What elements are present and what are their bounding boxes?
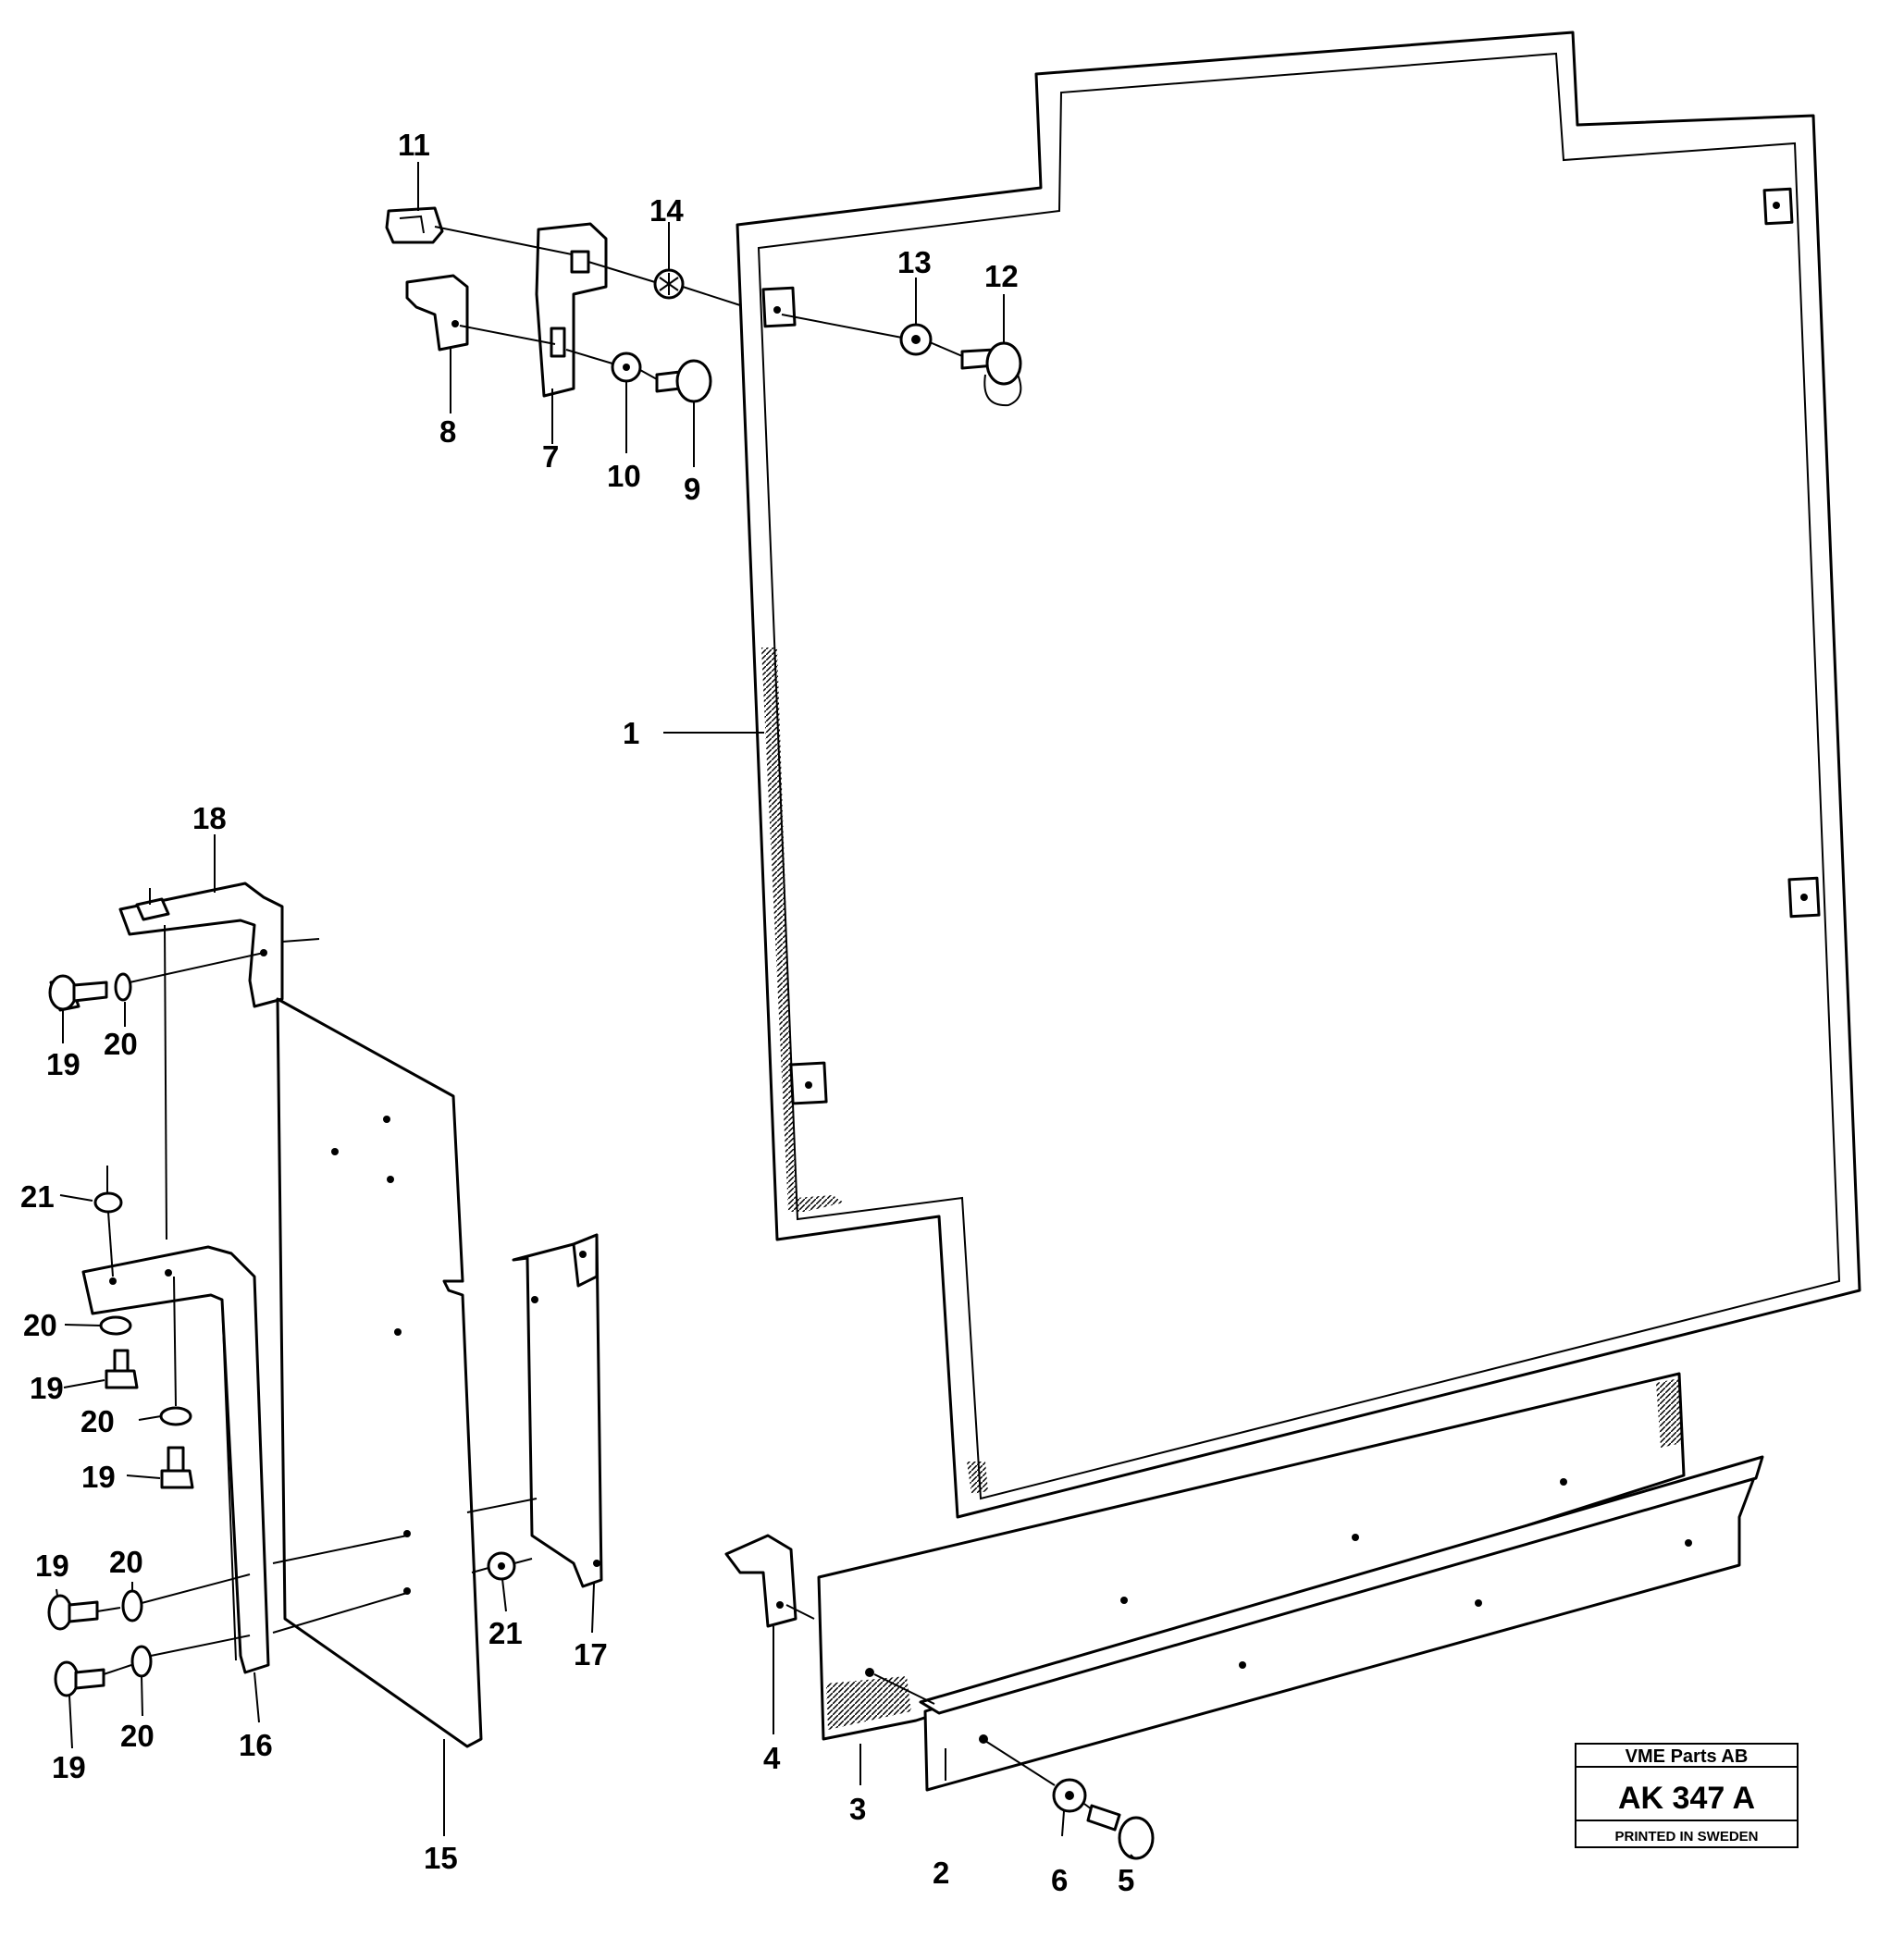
stamp-company: VME Parts AB xyxy=(1626,1746,1749,1767)
bracket-part-8 xyxy=(405,274,469,352)
bolt-part-19b xyxy=(105,1369,139,1389)
callout-19b: 19 xyxy=(30,1371,64,1405)
callout-2: 2 xyxy=(933,1856,949,1890)
washer-part-20e xyxy=(130,1645,153,1678)
callout-7: 7 xyxy=(542,439,559,474)
bolt-part-19c xyxy=(160,1469,194,1489)
clip-part-11 xyxy=(385,206,444,244)
callout-numbers: 1 2 3 4 5 6 7 8 9 10 11 12 13 14 15 16 1… xyxy=(20,128,1134,1897)
callout-8: 8 xyxy=(439,414,456,449)
callout-5: 5 xyxy=(1118,1863,1134,1897)
lower-rail-group xyxy=(724,1372,1764,1860)
callout-6: 6 xyxy=(1051,1863,1068,1897)
callout-12: 12 xyxy=(984,259,1019,293)
bolt-part-19a xyxy=(48,974,78,1011)
callout-19e: 19 xyxy=(52,1750,86,1784)
callout-3: 3 xyxy=(849,1792,866,1826)
washer-part-20c xyxy=(159,1406,192,1426)
callout-19c: 19 xyxy=(81,1460,116,1494)
callout-20a: 20 xyxy=(104,1027,138,1061)
latch-hardware-group xyxy=(385,206,1022,407)
stamp-printed: PRINTED IN SWEDEN xyxy=(1614,1829,1758,1844)
bolt-part-19e xyxy=(54,1660,80,1697)
callout-21a: 21 xyxy=(20,1179,55,1214)
callout-20c: 20 xyxy=(80,1404,115,1438)
callout-18: 18 xyxy=(192,801,227,835)
callout-16: 16 xyxy=(239,1728,273,1762)
washer-part-20b xyxy=(99,1315,132,1336)
stamp-code: AK 347 A xyxy=(1618,1781,1755,1816)
callout-9: 9 xyxy=(684,472,700,506)
callout-19d: 19 xyxy=(35,1548,69,1583)
bracket-plate-group xyxy=(47,882,603,1748)
callout-21b: 21 xyxy=(488,1616,523,1650)
callout-15: 15 xyxy=(424,1841,458,1875)
nut-part-21a xyxy=(93,1191,123,1214)
long-bracket-part-16 xyxy=(81,1245,270,1674)
callout-leaders xyxy=(56,162,1134,1858)
callout-17: 17 xyxy=(574,1637,608,1672)
callout-20e: 20 xyxy=(120,1719,155,1753)
bolt-part-19d xyxy=(47,1594,73,1631)
washer-part-20d xyxy=(121,1589,143,1622)
callout-1: 1 xyxy=(623,716,639,750)
callout-4: 4 xyxy=(763,1741,781,1775)
stamp-box: VME Parts AB AK 347 A PRINTED IN SWEDEN xyxy=(1575,1743,1799,1848)
callout-20d: 20 xyxy=(109,1545,143,1579)
callout-20b: 20 xyxy=(23,1308,57,1342)
washer-part-20a xyxy=(114,972,132,1002)
callout-19a: 19 xyxy=(46,1047,80,1081)
screw-part-5 xyxy=(1086,1804,1121,1832)
plate-part-15 xyxy=(276,997,483,1748)
callout-14: 14 xyxy=(649,193,684,228)
callout-11: 11 xyxy=(398,128,430,162)
callout-10: 10 xyxy=(607,459,641,493)
panel-frame-part-1 xyxy=(736,31,1861,1519)
bracket-part-4 xyxy=(724,1534,797,1628)
strip-part-17 xyxy=(512,1233,603,1588)
callout-13: 13 xyxy=(897,245,932,279)
